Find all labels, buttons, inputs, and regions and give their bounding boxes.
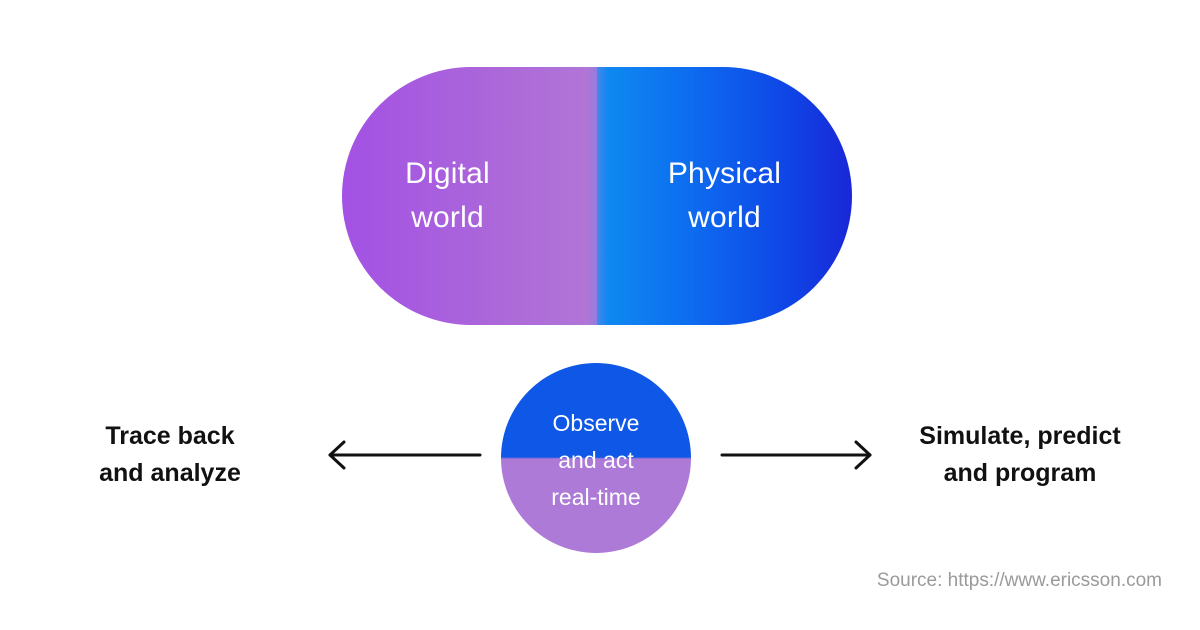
digital-world-label: Digital world: [342, 152, 575, 240]
physical-world-half: Physical world: [597, 67, 852, 325]
physical-world-label-line2: world: [688, 201, 761, 234]
physical-world-label-line1: Physical: [667, 157, 782, 190]
simulate-predict-label: Simulate, predict and program: [900, 418, 1140, 492]
observe-act-label: Observe and act real-time: [501, 405, 691, 516]
trace-back-label: Trace back and analyze: [70, 418, 270, 492]
observe-line3: real-time: [551, 484, 641, 510]
simulate-line1: Simulate, predict: [919, 422, 1121, 450]
trace-back-line2: and analyze: [99, 459, 241, 487]
digital-world-label-line1: Digital: [405, 157, 490, 190]
digital-physical-pill: Digital world Physical world: [342, 67, 852, 325]
pill-seam: [586, 67, 608, 325]
observe-line2: and act: [558, 447, 634, 473]
digital-world-label-line2: world: [411, 201, 484, 234]
right-arrow-icon: [720, 440, 872, 470]
physical-world-label: Physical world: [597, 152, 852, 240]
observe-line1: Observe: [552, 410, 640, 436]
observe-act-circle: Observe and act real-time: [501, 363, 691, 553]
trace-back-line1: Trace back: [105, 422, 235, 450]
simulate-line2: and program: [943, 459, 1097, 487]
digital-world-half: Digital world: [342, 67, 597, 325]
left-arrow-icon: [328, 440, 482, 470]
source-credit: Source: https://www.ericsson.com: [876, 570, 1162, 591]
